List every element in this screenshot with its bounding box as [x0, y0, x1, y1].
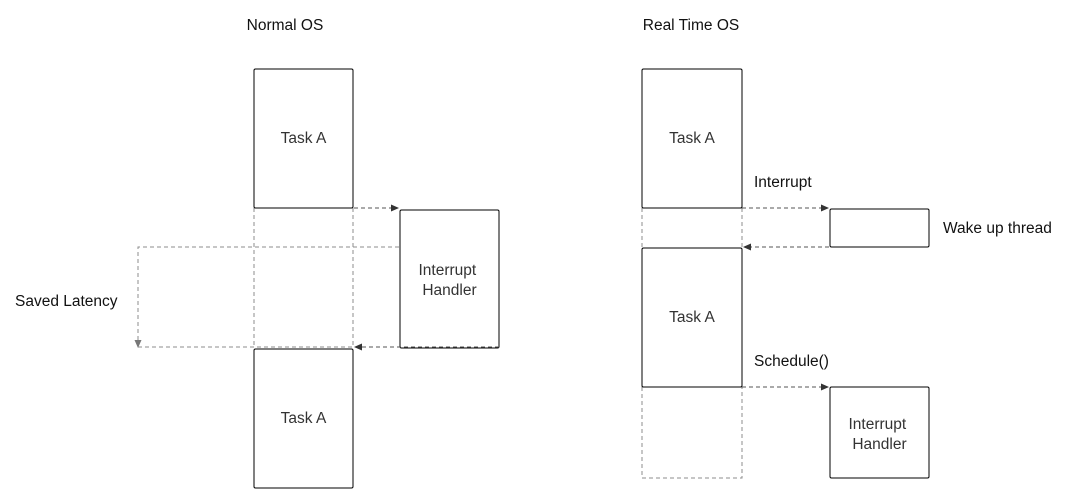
realtime-os-interrupt-handler-line-1: Interrupt — [848, 416, 906, 433]
realtime-os-task-lane-lower — [641, 386, 743, 479]
normal-os-task-a-bottom-label: Task A — [281, 410, 327, 427]
wake-up-thread-box — [829, 208, 930, 248]
normal-os-interrupt-handler-line-2: Handler — [422, 282, 476, 299]
saved-latency-label: Saved Latency — [15, 293, 118, 310]
normal-os-interrupt-handler — [399, 209, 500, 349]
saved-latency-bracket — [134, 246, 399, 348]
wake-up-thread-label: Wake up thread — [943, 220, 1052, 237]
realtime-os-task-a-top-label: Task A — [669, 130, 715, 147]
realtime-os-interrupt-handler-label: Interrupt Handler — [848, 416, 910, 453]
realtime-os-task-a-middle — [641, 247, 743, 388]
realtime-os-schedule-label: Schedule() — [754, 353, 829, 370]
normal-os-panel: Normal OS Saved Latency Task A Interrupt… — [15, 17, 500, 489]
normal-os-title: Normal OS — [247, 17, 324, 34]
normal-os-task-a-bottom — [253, 348, 354, 489]
realtime-os-task-a-middle-label: Task A — [669, 309, 715, 326]
realtime-os-interrupt-handler-line-2: Handler — [852, 436, 906, 453]
realtime-os-task-lane-upper — [641, 208, 743, 247]
normal-os-task-a-top — [253, 68, 354, 209]
realtime-os-title: Real Time OS — [643, 17, 739, 34]
realtime-os-interrupt-label: Interrupt — [754, 174, 812, 191]
normal-os-task-a-top-label: Task A — [281, 130, 327, 147]
realtime-os-task-a-top — [641, 68, 743, 209]
normal-os-task-lane — [253, 208, 354, 348]
normal-os-interrupt-handler-label: Interrupt Handler — [418, 262, 480, 299]
realtime-os-panel: Real Time OS Task A Interrupt Wake up th… — [641, 17, 1052, 479]
realtime-os-interrupt-handler — [829, 386, 930, 479]
normal-os-interrupt-handler-line-1: Interrupt — [418, 262, 476, 279]
